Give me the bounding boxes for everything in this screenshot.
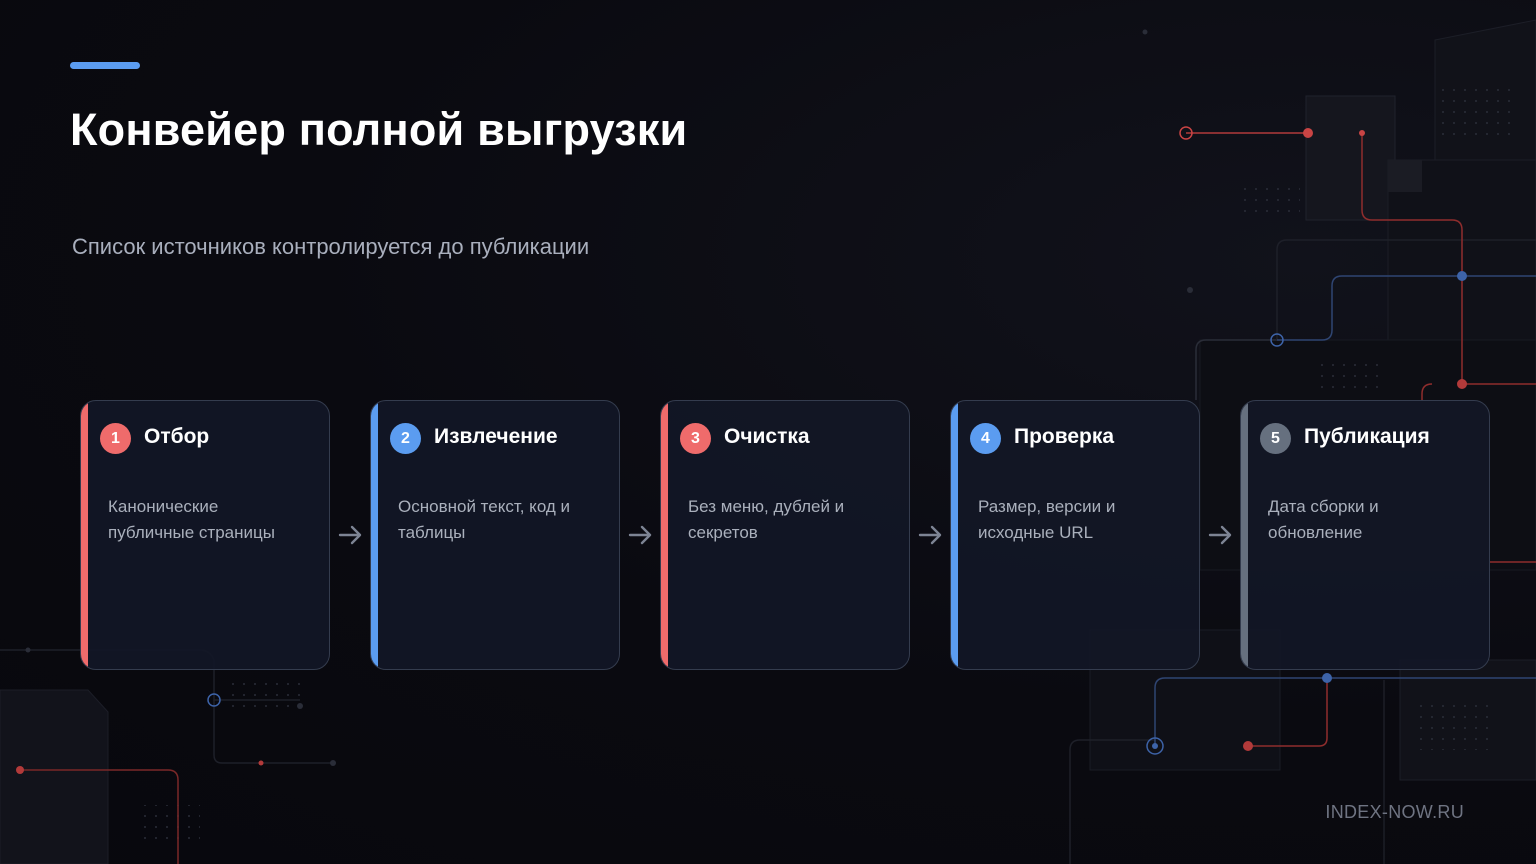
slide-subtitle: Список источников контролируется до публ… bbox=[72, 234, 590, 259]
step-stripe bbox=[1241, 401, 1248, 669]
step-card-5: 5 Публикация Дата сборки и обновление bbox=[1240, 400, 1490, 670]
step-card-4: 4 Проверка Размер, версии и исходные URL bbox=[950, 400, 1200, 670]
step-stripe bbox=[661, 401, 668, 669]
footer-site-label: INDEX-NOW.RU bbox=[1325, 802, 1464, 822]
arrow-right-icon bbox=[628, 525, 652, 545]
step-stripe bbox=[951, 401, 958, 669]
step-card-2: 2 Извлечение Основной текст, код и табли… bbox=[370, 400, 620, 670]
step-number-badge: 2 bbox=[390, 423, 421, 454]
step-stripe bbox=[81, 401, 88, 669]
step-number-badge: 3 bbox=[680, 423, 711, 454]
step-number-badge: 5 bbox=[1260, 423, 1291, 454]
arrow-right-icon bbox=[338, 525, 362, 545]
step-description: Канонические публичные страницы bbox=[108, 497, 275, 542]
step-description: Размер, версии и исходные URL bbox=[978, 497, 1116, 542]
step-card-1: 1 Отбор Канонические публичные страницы bbox=[80, 400, 330, 670]
step-title: Отбор bbox=[144, 425, 210, 448]
title-accent-bar bbox=[70, 62, 140, 69]
step-title: Публикация bbox=[1304, 425, 1430, 448]
step-description: Без меню, дублей и секретов bbox=[688, 497, 845, 542]
step-card-3: 3 Очистка Без меню, дублей и секретов bbox=[660, 400, 910, 670]
step-title: Очистка bbox=[724, 425, 810, 448]
step-title: Проверка bbox=[1014, 425, 1115, 448]
step-stripe bbox=[371, 401, 378, 669]
step-title: Извлечение bbox=[434, 425, 558, 448]
slide-title: Конвейер полной выгрузки bbox=[70, 104, 688, 155]
step-description: Основной текст, код и таблицы bbox=[398, 497, 571, 542]
step-number-badge: 1 bbox=[100, 423, 131, 454]
step-number-badge: 4 bbox=[970, 423, 1001, 454]
step-description: Дата сборки и обновление bbox=[1268, 497, 1379, 542]
arrow-right-icon bbox=[918, 525, 942, 545]
arrow-right-icon bbox=[1208, 525, 1232, 545]
